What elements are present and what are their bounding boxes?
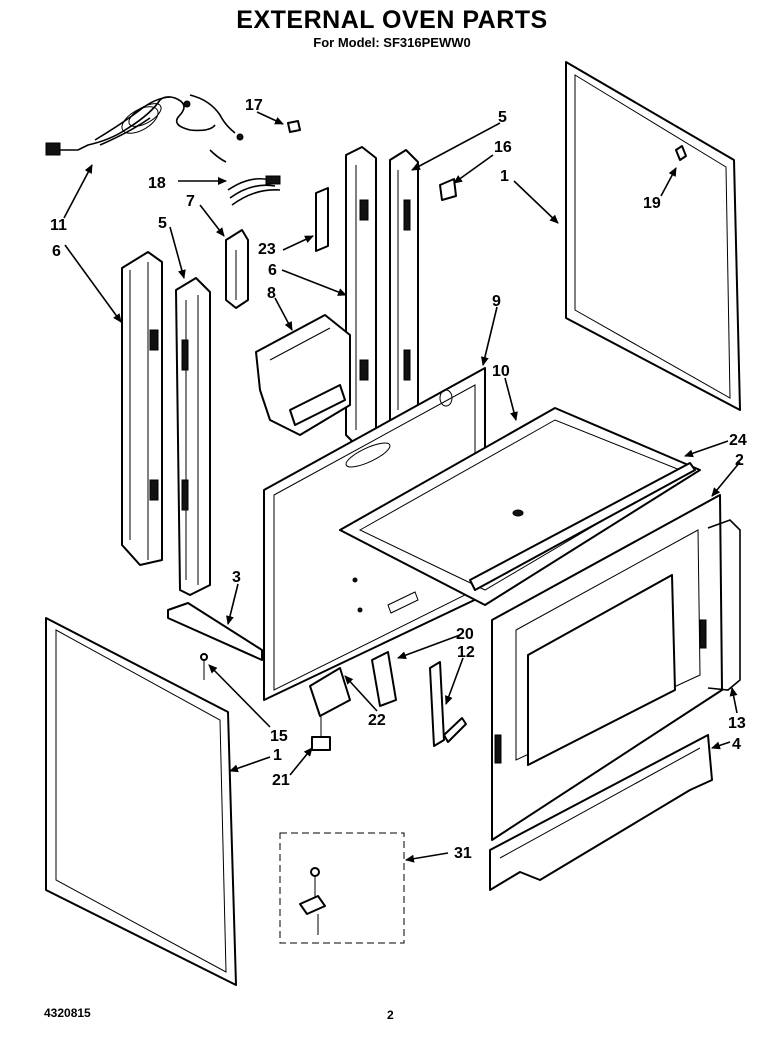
hinge-bracket-part-20 — [371, 651, 397, 707]
callout-12: 12 — [457, 644, 475, 661]
side-panel-left — [45, 617, 237, 986]
model-subtitle: For Model: SF316PEWW0 — [313, 35, 471, 50]
callout-5a: 5 — [158, 215, 167, 232]
callout-4: 4 — [732, 736, 741, 753]
callout-7: 7 — [186, 193, 195, 210]
clip-part-17 — [287, 120, 301, 133]
side-rail-right — [345, 146, 377, 446]
callout-2: 2 — [735, 452, 744, 469]
callout-31: 31 — [454, 845, 472, 862]
page-title: EXTERNAL OVEN PARTS — [236, 6, 548, 34]
wire-harness-part — [227, 175, 281, 206]
bracket-part-16 — [439, 178, 457, 201]
callout-10: 10 — [492, 363, 510, 380]
callout-17: 17 — [245, 97, 263, 114]
callout-numbers: 17 18 11 6 7 5 23 6 8 5 16 1 19 9 10 24 … — [50, 97, 747, 862]
callout-15: 15 — [270, 728, 288, 745]
document-number: 4320815 — [44, 1006, 91, 1020]
callout-1b: 1 — [273, 747, 282, 764]
side-panel-right — [565, 61, 741, 411]
leader-lines — [63, 111, 741, 863]
bracket-part-7 — [225, 229, 249, 309]
callout-24: 24 — [729, 432, 747, 449]
page-number: 2 — [387, 1008, 394, 1022]
channel-right — [389, 149, 419, 429]
callout-5b: 5 — [498, 109, 507, 126]
leveling-leg-part-21 — [311, 700, 331, 751]
callout-6a: 6 — [52, 243, 61, 260]
channel-left — [175, 277, 211, 596]
callout-9: 9 — [492, 293, 501, 310]
callout-8: 8 — [267, 285, 276, 302]
callout-23: 23 — [258, 241, 276, 258]
callout-3: 3 — [232, 569, 241, 586]
strip-part-23 — [315, 187, 329, 252]
callout-22: 22 — [368, 712, 386, 729]
kick-plate-part-4 — [489, 734, 713, 891]
side-rail-left — [121, 251, 163, 566]
callout-16: 16 — [494, 139, 512, 156]
gasket-part-13 — [707, 519, 741, 691]
bracket-part-22 — [309, 667, 351, 717]
callout-20: 20 — [456, 626, 474, 643]
screw-part-15 — [200, 653, 208, 680]
power-cord-part — [45, 94, 244, 163]
bracket-part-3 — [167, 602, 263, 661]
callout-6b: 6 — [268, 262, 277, 279]
vent-duct-part — [255, 314, 351, 436]
callout-19: 19 — [643, 195, 661, 212]
callout-13: 13 — [728, 715, 746, 732]
callout-1a: 1 — [500, 168, 509, 185]
callout-11: 11 — [50, 217, 67, 234]
trim-strip-part-24 — [469, 462, 696, 591]
callout-21: 21 — [272, 772, 290, 789]
hinge-part-12 — [429, 661, 467, 747]
anti-tip-bracket-box-31 — [279, 832, 405, 944]
callout-18: 18 — [148, 175, 166, 192]
